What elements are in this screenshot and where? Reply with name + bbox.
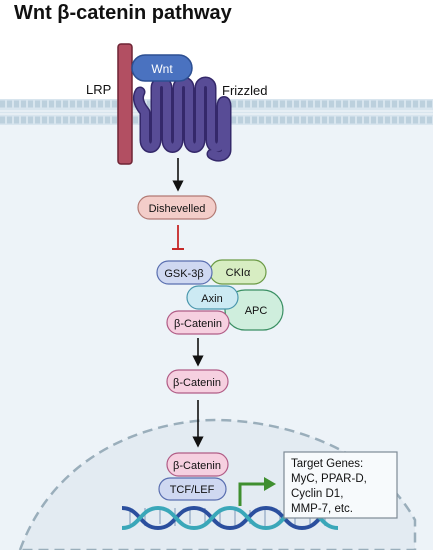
inhibition-bar-icon: [172, 225, 184, 250]
beta-catenin-complex-node: [166, 310, 230, 335]
beta-catenin-cytoplasm-node: [166, 369, 229, 394]
dishevelled-node: [137, 195, 217, 220]
wnt-ligand: [131, 54, 193, 82]
dishevelled-label: Dishevelled: [149, 203, 206, 215]
target-genes-line: Cyclin D1,: [291, 488, 343, 500]
lrp-receptor: [117, 43, 133, 165]
transcription-arrow-icon: [238, 477, 276, 506]
apc-label: APC: [245, 305, 268, 317]
gsk3b-node: [156, 260, 213, 285]
beta-catenin-complex-label: β-Catenin: [174, 318, 222, 330]
lrp-label: LRP: [86, 82, 111, 97]
axin-node: [186, 285, 239, 310]
beta-catenin-nucleus-node: [166, 452, 229, 477]
beta-catenin-nucleus-label: β-Catenin: [173, 460, 221, 472]
beta-catenin-cytoplasm-label: β-Catenin: [173, 377, 221, 389]
frizzled-receptor: [132, 76, 232, 162]
target-genes-box: [283, 451, 398, 519]
frizzled-label: Frizzled: [222, 83, 268, 98]
target-genes-line: MyC, PPAR-D,: [291, 473, 367, 485]
apc-node: [224, 289, 284, 331]
target-genes-line: MMP-7, etc.: [291, 503, 353, 515]
target-genes-text: Target Genes: MyC, PPAR-D, Cyclin D1, MM…: [291, 458, 370, 515]
gsk3b-label: GSK-3β: [164, 268, 203, 280]
target-genes-line: Target Genes:: [291, 458, 363, 470]
page-title: Wnt β-catenin pathway: [14, 2, 232, 24]
wnt-label: Wnt: [151, 62, 173, 76]
tcf-lef-label: TCF/LEF: [170, 484, 215, 496]
ckia-label: CKIα: [226, 267, 251, 279]
axin-label: Axin: [201, 293, 222, 305]
tcf-lef-node: [158, 477, 227, 501]
